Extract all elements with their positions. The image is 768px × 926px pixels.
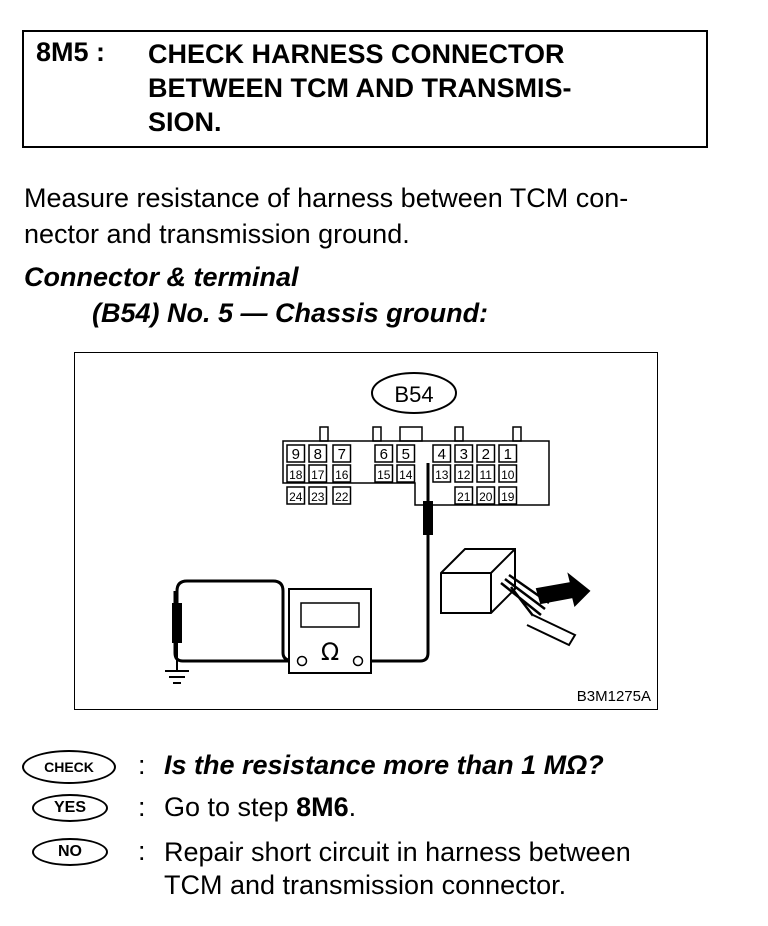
pin-10-cell [498, 464, 518, 483]
pin-11: 11 [480, 468, 493, 482]
harness-connector-sketch [440, 548, 591, 647]
pin-18: 18 [289, 468, 303, 482]
no-text-line-1: Repair short circuit in harness between [164, 837, 631, 867]
no-text-line-2: TCM and transmission connector. [164, 870, 567, 900]
check-badge: CHECK [22, 750, 116, 784]
pin-19: 19 [501, 490, 515, 504]
connector-tabs [319, 426, 522, 442]
pin-22: 22 [335, 490, 349, 504]
connector-label: B54 [394, 382, 433, 407]
instruction-line-2: nector and transmission ground. [24, 219, 410, 249]
check-colon: : [138, 750, 146, 780]
connector-detail: (B54) No. 5 — Chassis ground: [92, 298, 489, 328]
instruction-line-1: Measure resistance of harness between TC… [24, 183, 629, 213]
pin-7: 7 [338, 446, 346, 463]
pin-10: 10 [501, 468, 515, 482]
pin-13-cell [432, 464, 452, 483]
no-colon: : [138, 836, 146, 866]
no-text: Repair short circuit in harness between … [164, 836, 631, 902]
step-title-line-1: CHECK HARNESS CONNECTOR [148, 39, 565, 69]
pin-20: 20 [479, 490, 493, 504]
connector-heading: Connector & terminal [24, 262, 299, 292]
step-title: CHECK HARNESS CONNECTOR BETWEEN TCM AND … [148, 37, 571, 139]
pin-7-cell [332, 444, 352, 463]
pin-15: 15 [377, 468, 391, 482]
step-title-line-2: BETWEEN TCM AND TRANSMIS- [148, 73, 572, 103]
pin-9-cell [286, 444, 306, 463]
check-question: Is the resistance more than 1 MΩ? [164, 750, 604, 780]
pin-2-cell [476, 444, 496, 463]
pin-3-cell [454, 444, 474, 463]
pin-17: 17 [311, 468, 325, 482]
pin-15-cell [374, 464, 394, 483]
pin-3: 3 [460, 446, 468, 463]
pin-21-cell [454, 486, 474, 505]
pin-22-cell [332, 486, 352, 505]
ground-lead [172, 579, 296, 671]
pin-21: 21 [457, 490, 471, 504]
pin-8: 8 [314, 446, 322, 463]
yes-badge: YES [32, 794, 108, 822]
pin-14-cell [396, 464, 416, 483]
pin-1-cell [498, 444, 518, 463]
ohm-symbol: Ω [321, 638, 339, 666]
pin-9: 9 [292, 446, 300, 463]
pin-11-cell [476, 464, 496, 483]
yes-text-prefix: Go to step [164, 792, 297, 822]
pin-14: 14 [399, 468, 413, 482]
result-no-row: NO : Repair short circuit in harness bet… [22, 834, 742, 914]
instruction-paragraph: Measure resistance of harness between TC… [24, 180, 628, 252]
step-header-box: 8M5 : CHECK HARNESS CONNECTOR BETWEEN TC… [22, 30, 708, 148]
probe-pin5 [363, 463, 433, 663]
pin-16-cell [332, 464, 352, 483]
step-id: 8M5 : [36, 37, 106, 67]
pin-13: 13 [435, 468, 449, 482]
pin-17-cell [308, 464, 328, 483]
connector-label-oval [371, 372, 457, 414]
figure-code: B3M1275A [576, 688, 651, 705]
pin-24: 24 [289, 490, 303, 504]
pin-19-cell [498, 486, 518, 505]
yes-step-link: 8M6 [296, 792, 349, 822]
step-title-line-3: SION. [148, 107, 222, 137]
pin-4: 4 [438, 446, 446, 463]
result-yes-row: YES : Go to step 8M6. [22, 790, 722, 830]
pin-12-cell [454, 464, 474, 483]
pin-6: 6 [380, 446, 388, 463]
pin-8-cell [308, 444, 328, 463]
pin-23: 23 [311, 490, 325, 504]
yes-text-suffix: . [348, 792, 357, 822]
pin-6-cell [374, 444, 394, 463]
pin-12: 12 [457, 468, 471, 482]
pin-20-cell [476, 486, 496, 505]
pin-2: 2 [482, 446, 490, 463]
ohmmeter: Ω [288, 588, 372, 674]
pin-5: 5 [402, 446, 410, 463]
pin-1: 1 [504, 446, 512, 463]
pin-24-cell [286, 486, 306, 505]
yes-text: Go to step 8M6. [164, 792, 356, 823]
pin-23-cell [308, 486, 328, 505]
pin-18-cell [286, 464, 306, 483]
ground-probe [173, 591, 295, 663]
yes-colon: : [138, 792, 146, 822]
pin-4-cell [432, 444, 452, 463]
no-badge: NO [32, 838, 108, 866]
result-check-row: CHECK : Is the resistance more than 1 MΩ… [22, 748, 722, 788]
pin-16: 16 [335, 468, 349, 482]
ground-symbol [165, 670, 189, 684]
pin-5-cell [396, 444, 416, 463]
